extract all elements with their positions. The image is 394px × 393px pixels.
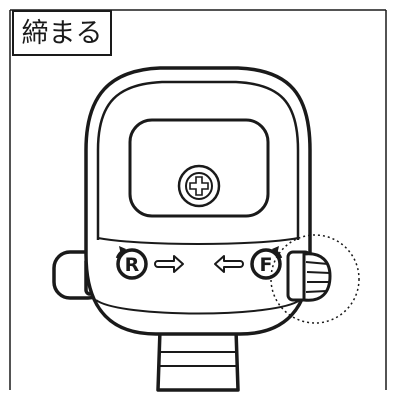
body-bottom-edge xyxy=(95,299,301,315)
body-ridge xyxy=(97,237,299,245)
title-label: 締まる xyxy=(12,10,112,56)
highlight-circle xyxy=(270,234,360,324)
arrow-right-icon xyxy=(154,255,184,273)
arrow-left-icon xyxy=(214,255,244,273)
r-marker: R xyxy=(115,246,148,280)
right-knob xyxy=(286,250,332,302)
stem xyxy=(156,328,240,392)
body-inner-outline xyxy=(96,80,300,240)
r-marker-letter: R xyxy=(125,254,140,276)
f-marker-letter: F xyxy=(260,254,273,276)
screw-icon xyxy=(177,164,221,208)
f-marker: F xyxy=(250,246,283,280)
